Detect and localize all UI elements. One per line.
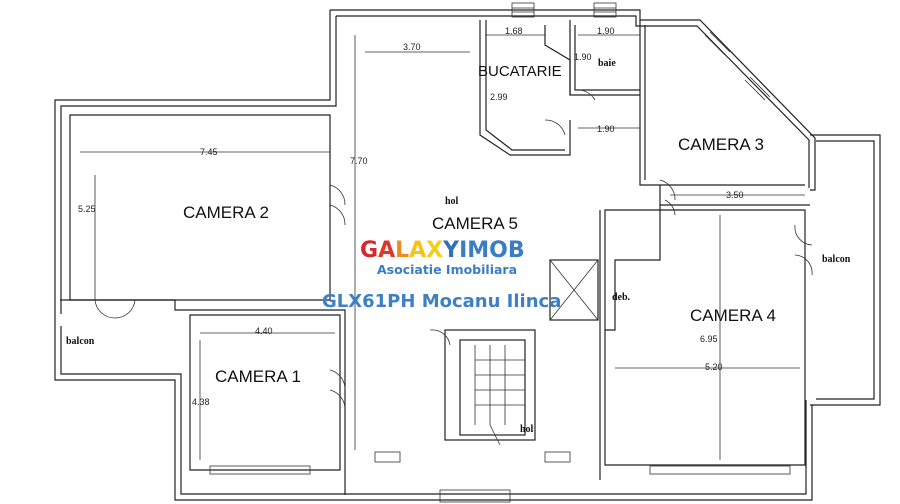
dim-camera2-width: 7.45 [200,147,218,157]
watermark-agent: GLX61PH Mocanu Ilinca [322,291,561,312]
dim-corridor-width: 1.90 [597,124,615,134]
dim-kitchen-height: 2.99 [490,92,508,102]
dim-camera4-width: 5.20 [705,362,723,372]
watermark-brand-letter: Y [442,238,460,263]
dim-camera1-height: 4.38 [192,397,210,407]
walls [54,9,881,501]
doors [94,89,813,411]
dim-bath-height: 1.90 [574,52,592,62]
watermark-brand-letter: M [467,238,489,263]
room-label-baie: baie [598,58,616,69]
watermark-brand-letter: I [459,238,467,263]
room-label-debara: deb. [612,292,631,303]
dim-camera2-height: 5.25 [78,204,96,214]
windows [209,2,791,503]
watermark-brand-letter: L [395,238,409,263]
room-label-balcon-left: balcon [66,336,95,347]
dim-camera1-width: 4.40 [255,326,273,336]
room-label-hol-bottom: hol [520,424,534,435]
room-label-camera3: CAMERA 3 [678,135,764,154]
dim-camera3-width: 3.50 [726,190,744,200]
watermark-logo: GALAXYIMOB Asociatie Imobiliara GLX61PH … [322,238,561,312]
watermark-brand-letter: X [426,238,443,263]
room-label-camera2: CAMERA 2 [183,203,269,222]
dim-bath-width: 1.90 [597,26,615,36]
watermark-brand-letter: A [409,238,426,263]
watermark-brand: GALAXYIMOB [360,238,525,263]
dim-hall-width: 3.70 [403,42,421,52]
watermark-subtitle: Asociatie Imobiliara [377,262,517,277]
watermark-brand-letter: A [378,238,395,263]
room-label-balcon-right: balcon [822,254,851,265]
dimension-lines [80,34,805,460]
room-label-camera1: CAMERA 1 [215,367,301,386]
room-label-bucatarie: BUCATARIE [478,63,562,80]
dim-camera4-height: 6.95 [700,334,718,344]
room-label-camera4: CAMERA 4 [690,306,776,325]
watermark-brand-letter: G [360,238,378,263]
room-label-hol-top: hol [445,196,459,207]
dim-camera5-height: 7.70 [350,156,368,166]
dim-kitchen-width: 1.68 [505,26,523,36]
room-label-camera5: CAMERA 5 [432,214,518,233]
watermark-brand-letter: B [508,238,525,263]
watermark-brand-letter: O [489,238,508,263]
